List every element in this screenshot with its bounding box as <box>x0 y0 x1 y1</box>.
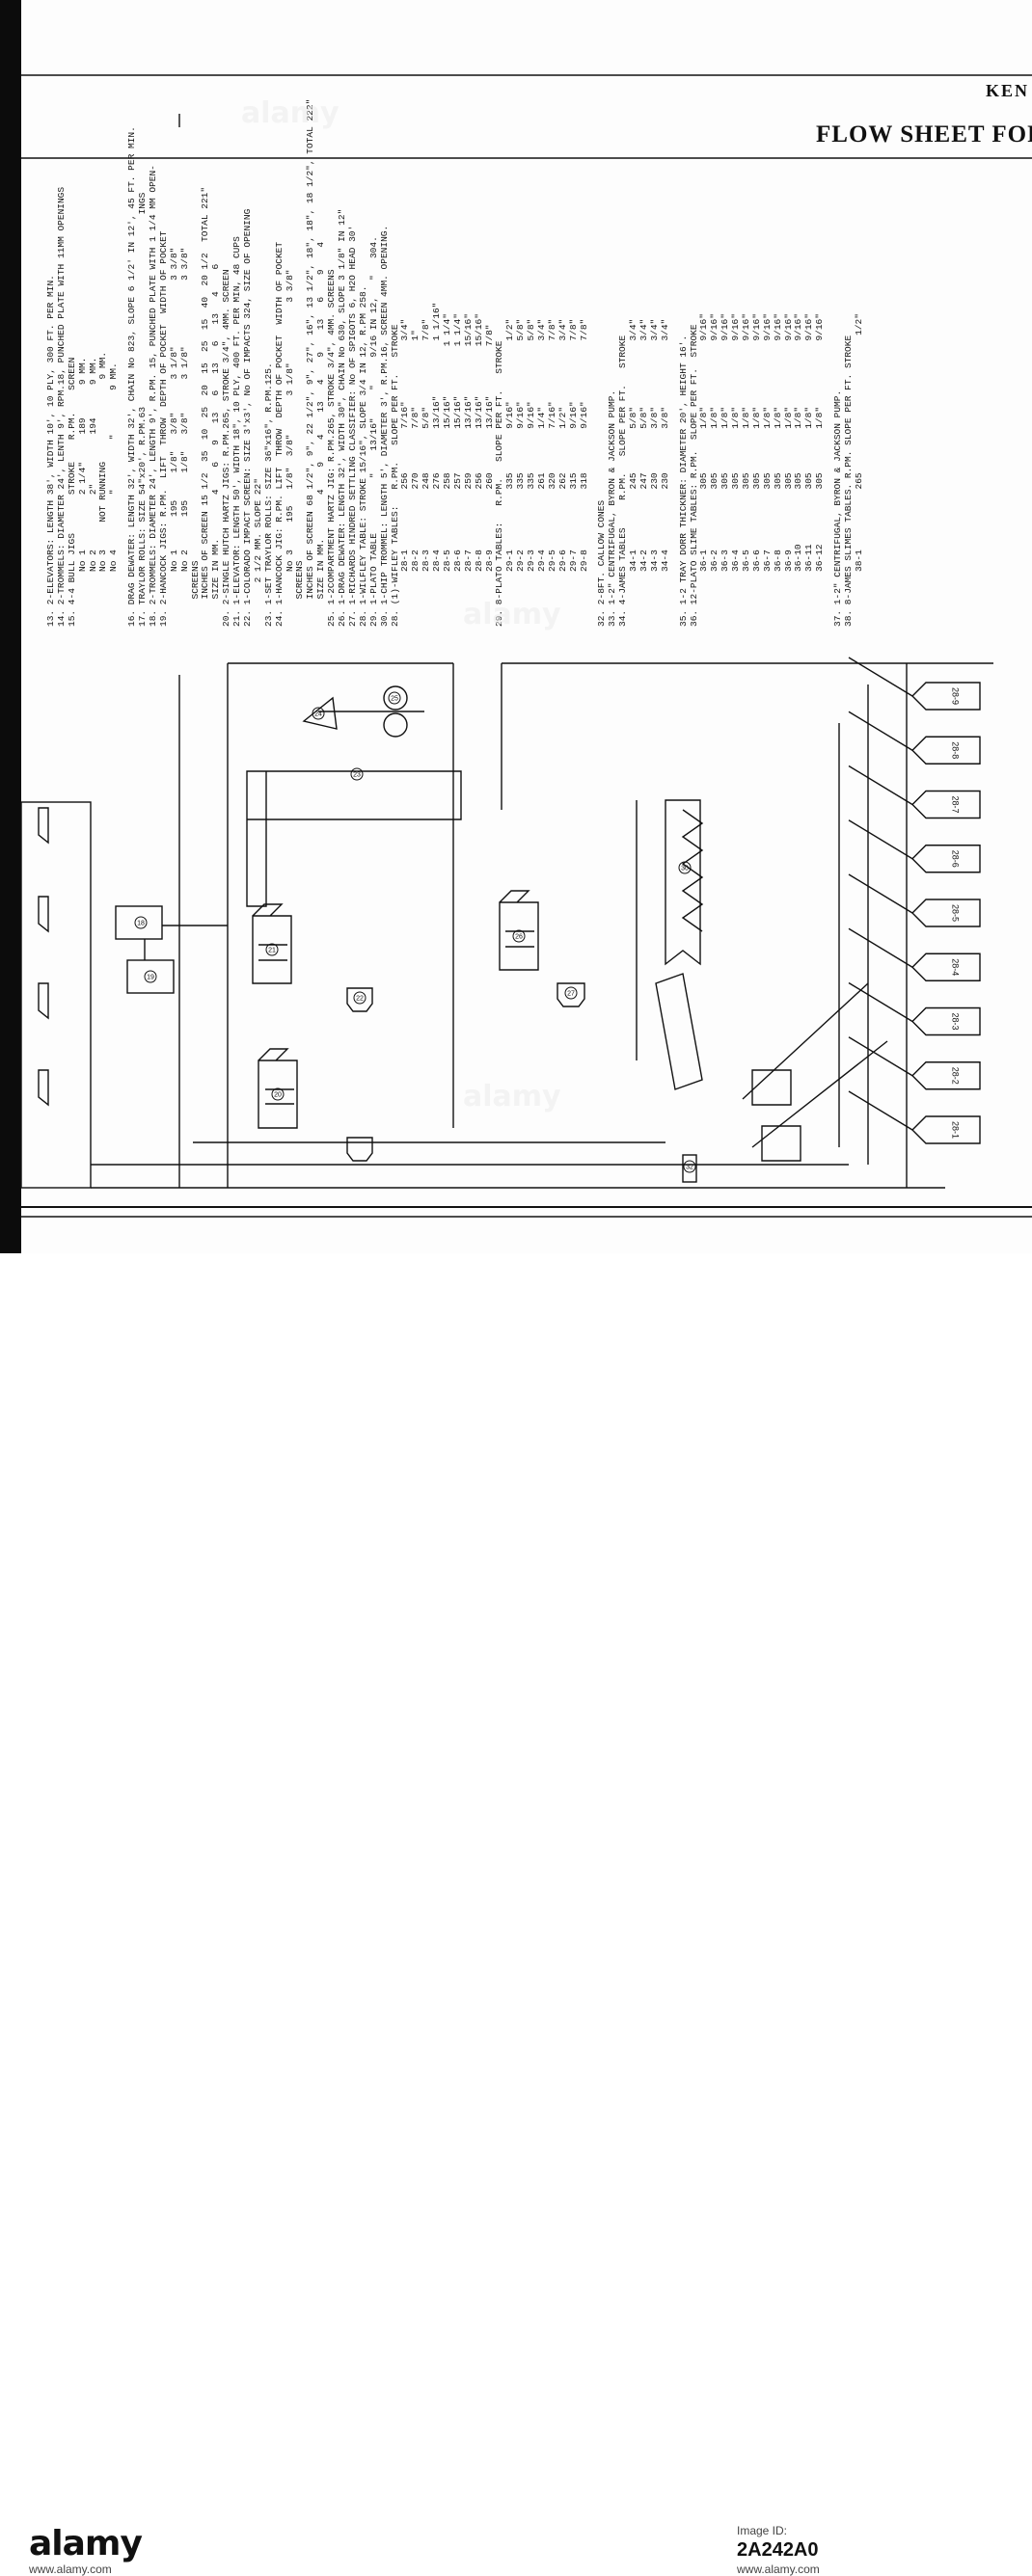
stock-footer: alamy www.alamy.com Image ID: 2A242A0 ww… <box>0 1253 1032 2576</box>
wilfley-table <box>911 736 981 765</box>
equipment-label-circle <box>144 970 157 983</box>
equipment-label: 20 <box>274 1092 282 1099</box>
equipment-label-circle <box>678 861 692 874</box>
equipment-label-circle <box>265 943 279 956</box>
equipment-label-circle <box>134 916 148 929</box>
wilfley-table <box>911 1115 981 1144</box>
equipment-label-circle <box>683 1160 696 1173</box>
equipment-label: 24 <box>314 711 322 718</box>
plato-table-a <box>751 1069 792 1106</box>
wilfley-table <box>911 790 981 819</box>
table-feed-line <box>848 765 913 806</box>
equipment-label: 26 <box>515 934 523 941</box>
equipment-label: 21 <box>268 948 276 954</box>
equipment-label-circle <box>388 691 401 705</box>
wilfley-table <box>911 1006 981 1036</box>
table-feed-line <box>848 927 913 968</box>
hutch-jig-b <box>346 1137 373 1162</box>
equipment-label: 19 <box>147 975 154 981</box>
wilfley-tables-group: 28-1 28-2 28-3 28-4 28-5 28-6 28-7 28-8 28-9 <box>848 657 981 1144</box>
drag-dewater-26 <box>655 973 703 1090</box>
wilfley-table <box>911 899 981 927</box>
brand-url: www.alamy.com <box>29 2563 112 2576</box>
wilfley-table <box>911 845 981 873</box>
bull-jig-box <box>20 801 92 1189</box>
equipment-label: 25 <box>391 696 398 703</box>
traylor-rolls-bottom <box>383 712 408 738</box>
bull-jig-hoppers <box>38 807 49 1107</box>
hutch-jig-a <box>346 987 373 1012</box>
table-feed-line <box>848 873 913 914</box>
wilfley-table-label: 28-2 <box>951 1067 961 1085</box>
equipment-label: 18 <box>137 921 145 927</box>
table-feed-line <box>848 711 913 751</box>
hartz-jig-25 <box>557 982 585 1007</box>
flow-diagram: 28-128-228-328-428-528-628-728-828-9 181… <box>20 74 1032 1218</box>
wilfley-table-label: 28-1 <box>951 1121 961 1139</box>
equipment-label-circle <box>271 1087 285 1101</box>
elevator-21 <box>246 770 462 907</box>
table-feed-line <box>848 819 913 860</box>
wilfley-table-label: 28-6 <box>951 850 961 868</box>
chip-trommel-30 <box>682 1154 697 1183</box>
wilfley-table <box>911 1061 981 1090</box>
table-feed-line <box>848 981 913 1023</box>
hancock-jig-20 <box>252 903 292 984</box>
classifier-27 <box>665 799 701 966</box>
plato-table-b <box>761 1125 801 1162</box>
hancock-jig-19 <box>258 1048 298 1129</box>
traylor-rolls-top <box>383 685 408 711</box>
title-fragment: KEN <box>986 81 1030 100</box>
equipment-label: 23 <box>353 772 361 779</box>
sheet-edge <box>0 0 21 1253</box>
table-feed-line <box>848 1036 913 1077</box>
equipment-label: 30 <box>681 866 689 872</box>
equipment-label-circle <box>312 707 325 720</box>
equipment-18b <box>126 959 175 994</box>
footer-url: www.alamy.com <box>737 2563 820 2576</box>
hancock-jig-24 <box>499 890 539 971</box>
drawing-sheet: KEN FLOW SHEET FOR 13. 2-ELEVATORS: LENG… <box>0 0 1032 1253</box>
impact-screen-22 <box>302 696 338 730</box>
wilfley-table-label: 28-8 <box>951 741 961 759</box>
wilfley-table-label: 28-4 <box>951 958 961 976</box>
wilfley-table-label: 28-9 <box>951 687 961 705</box>
equipment-label: 22 <box>356 996 364 1003</box>
equipment-label-circle <box>353 991 367 1005</box>
wilfley-table-label: 28-3 <box>951 1012 961 1030</box>
equipment-labels-group: 18 19 20 21 22 23 24 25 26 27 30 32 <box>134 691 696 1173</box>
image-id: 2A242A0 <box>737 2539 819 2561</box>
wilfley-table-label: 28-7 <box>951 795 961 813</box>
brand-logo: alamy <box>29 2524 143 2563</box>
table-feed-line <box>848 1090 913 1131</box>
wilfley-table-label: 28-5 <box>951 904 961 922</box>
classifier-spigots <box>681 809 704 932</box>
flow-sheet-title: FLOW SHEET FOR <box>816 121 1032 148</box>
watermark: alamy <box>463 598 561 631</box>
watermark: alamy <box>241 96 339 130</box>
equipment-label: 32 <box>686 1165 693 1171</box>
equipment-18a <box>115 905 163 940</box>
image-id-label: Image ID: <box>737 2524 788 2537</box>
wilfley-table <box>911 953 981 981</box>
equipment-label-circle <box>564 986 578 1000</box>
wilfley-table <box>911 682 981 711</box>
equipment-label: 27 <box>567 991 575 998</box>
equipment-label-circle <box>350 767 364 781</box>
table-feed-line <box>848 657 913 697</box>
equipment-label-circle <box>512 929 526 943</box>
watermark: alamy <box>463 1080 561 1114</box>
